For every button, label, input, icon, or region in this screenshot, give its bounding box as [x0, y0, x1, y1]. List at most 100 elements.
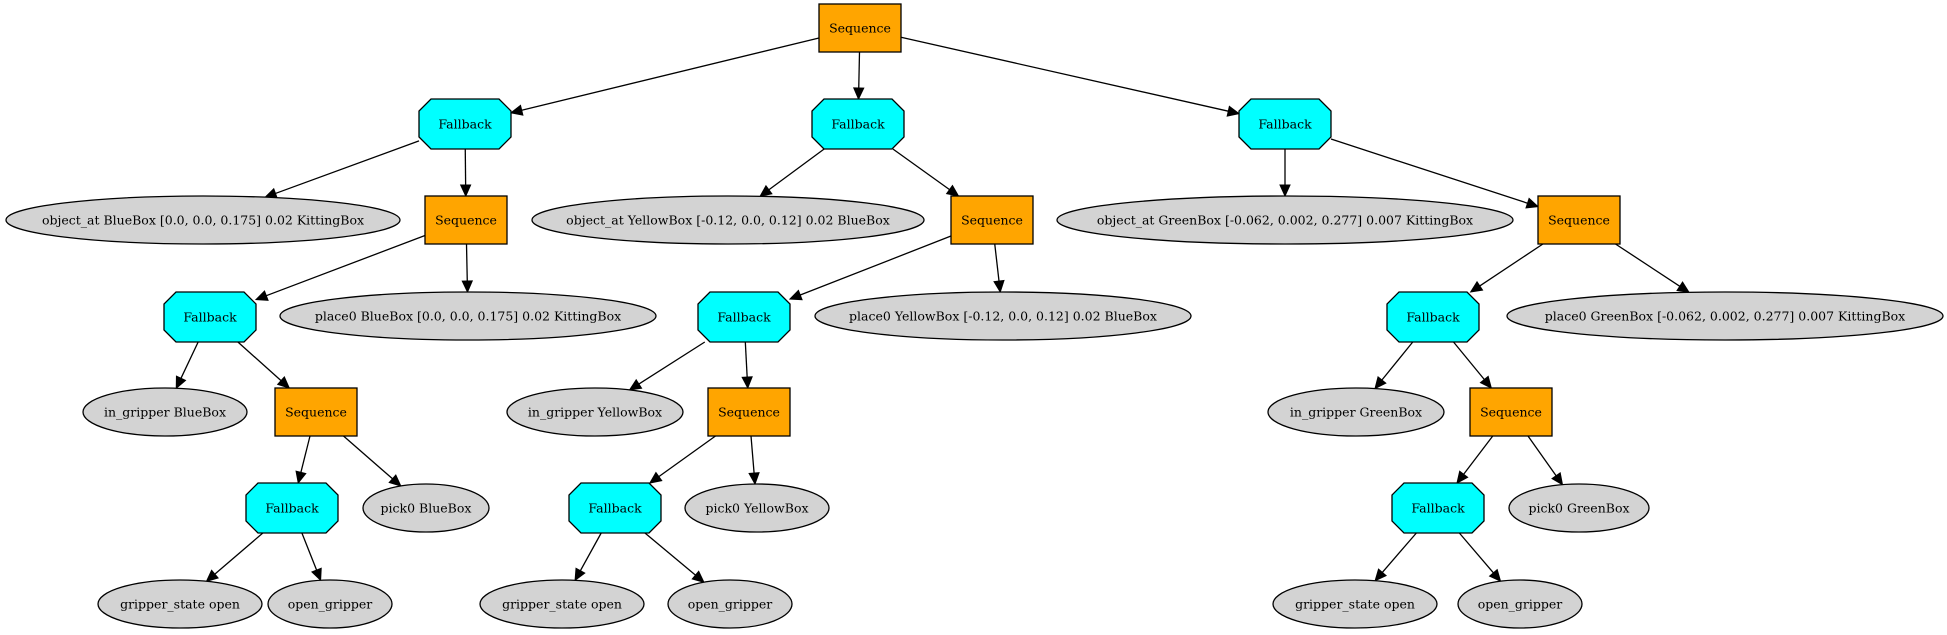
edge-seq_root-to-fb_blue: [509, 37, 820, 116]
sequence-box: [424, 195, 508, 245]
node-label: pick0 GreenBox: [1528, 501, 1629, 516]
node-condition-act_open_blue: open_gripper: [267, 579, 393, 629]
edge-fb_green_3-to-act_open_green: [1458, 532, 1502, 583]
edge-seq_green-to-act_place_green: [1615, 243, 1691, 293]
edge-fb_blue_3-to-cond_state_blue: [205, 532, 264, 583]
edge-seq_root-to-fb_green: [900, 36, 1241, 117]
fallback-octagon: [1238, 98, 1332, 150]
condition-ellipse: [97, 579, 263, 629]
edge-seq_blue_2-to-act_pick_blue: [343, 435, 402, 487]
sequence-box: [707, 387, 791, 437]
node-condition-act_pick_blue: pick0 BlueBox: [362, 483, 490, 533]
node-sequence-seq_yellow_2: Sequence: [707, 387, 791, 437]
node-label: Sequence: [1548, 213, 1610, 228]
sequence-box: [1537, 195, 1621, 245]
edge-seq_yellow_2-to-fb_yellow_3: [648, 435, 716, 484]
node-sequence-seq_root: Sequence: [818, 3, 902, 53]
node-condition-cond_grip_green: in_gripper GreenBox: [1267, 387, 1445, 437]
node-label: object_at YellowBox [-0.12, 0.0, 0.12] 0…: [566, 213, 890, 228]
condition-ellipse: [531, 195, 925, 245]
condition-ellipse: [1272, 579, 1438, 629]
fallback-octagon: [568, 482, 662, 534]
node-label: open_gripper: [688, 597, 773, 612]
edge-fb_blue_3-to-act_open_blue: [301, 532, 322, 582]
node-label: gripper_state open: [120, 597, 240, 612]
node-fallback-fb_green_3: Fallback: [1391, 482, 1485, 534]
node-condition-act_place_green: place0 GreenBox [-0.062, 0.002, 0.277] 0…: [1506, 291, 1944, 341]
node-condition-cond_grip_yellow: in_gripper YellowBox: [506, 387, 684, 437]
node-label: place0 BlueBox [0.0, 0.0, 0.175] 0.02 Ki…: [315, 309, 621, 324]
edges-layer: [175, 36, 1691, 584]
node-fallback-fb_blue_2: Fallback: [163, 291, 257, 343]
node-label: Fallback: [1258, 117, 1312, 132]
condition-ellipse: [1508, 483, 1650, 533]
node-label: Sequence: [829, 21, 891, 36]
node-condition-act_pick_yellow: pick0 YellowBox: [684, 483, 830, 533]
edge-fb_green-to-seq_green: [1330, 138, 1540, 209]
node-condition-cond_obj_blue: object_at BlueBox [0.0, 0.0, 0.175] 0.02…: [5, 195, 401, 245]
edge-fb_blue-to-seq_blue: [459, 148, 472, 198]
node-label: pick0 YellowBox: [705, 501, 808, 516]
condition-ellipse: [82, 387, 248, 437]
node-condition-act_pick_green: pick0 GreenBox: [1508, 483, 1650, 533]
edge-seq_blue-to-act_place_blue: [461, 243, 474, 294]
node-label: Sequence: [285, 405, 347, 420]
edge-seq_green_2-to-fb_green_3: [1456, 435, 1494, 484]
edge-fb_blue-to-cond_obj_blue: [264, 140, 420, 199]
edge-fb_green_3-to-cond_state_green: [1374, 532, 1417, 582]
node-label: open_gripper: [1478, 597, 1563, 612]
node-label: gripper_state open: [502, 597, 622, 612]
edge-fb_blue_2-to-cond_grip_blue: [175, 341, 199, 390]
node-condition-cond_state_blue: gripper_state open: [97, 579, 263, 629]
node-sequence-seq_green: Sequence: [1537, 195, 1621, 245]
node-label: Fallback: [1411, 501, 1465, 516]
node-label: in_gripper BlueBox: [104, 405, 226, 420]
node-label: place0 GreenBox [-0.062, 0.002, 0.277] 0…: [1545, 309, 1905, 324]
condition-ellipse: [814, 291, 1192, 341]
node-sequence-seq_blue: Sequence: [424, 195, 508, 245]
node-condition-act_open_green: open_gripper: [1457, 579, 1583, 629]
node-condition-cond_obj_green: object_at GreenBox [-0.062, 0.002, 0.277…: [1056, 195, 1514, 245]
fallback-octagon: [1391, 482, 1485, 534]
node-condition-cond_grip_blue: in_gripper BlueBox: [82, 387, 248, 437]
fallback-octagon: [697, 291, 791, 343]
edge-fb_green-to-cond_obj_green: [1279, 149, 1291, 198]
condition-ellipse: [279, 291, 657, 341]
fallback-octagon: [245, 482, 339, 534]
node-condition-act_place_blue: place0 BlueBox [0.0, 0.0, 0.175] 0.02 Ki…: [279, 291, 657, 341]
fallback-octagon: [163, 291, 257, 343]
condition-ellipse: [1506, 291, 1944, 341]
edge-seq_root-to-fb_yellow: [852, 51, 865, 101]
node-label: place0 YellowBox [-0.12, 0.0, 0.12] 0.02…: [849, 309, 1157, 324]
edge-seq_yellow_2-to-act_pick_yellow: [748, 435, 760, 486]
fallback-octagon: [1386, 291, 1480, 343]
node-sequence-seq_yellow: Sequence: [950, 195, 1034, 245]
node-fallback-fb_green: Fallback: [1238, 98, 1332, 150]
edge-seq_blue_2-to-fb_blue_3: [295, 435, 311, 485]
edge-seq_blue-to-fb_blue_2: [254, 234, 426, 301]
condition-ellipse: [267, 579, 393, 629]
edge-fb_blue_2-to-seq_blue_2: [237, 341, 291, 389]
node-fallback-fb_green_2: Fallback: [1386, 291, 1480, 343]
node-label: Fallback: [265, 501, 319, 516]
edge-seq_green_2-to-act_pick_green: [1527, 435, 1564, 486]
node-label: in_gripper YellowBox: [528, 405, 662, 420]
node-condition-cond_obj_yellow: object_at YellowBox [-0.12, 0.0, 0.12] 0…: [531, 195, 925, 245]
condition-ellipse: [5, 195, 401, 245]
node-condition-cond_state_green: gripper_state open: [1272, 579, 1438, 629]
edge-fb_yellow-to-cond_obj_yellow: [759, 148, 825, 198]
edge-fb_yellow-to-seq_yellow: [892, 148, 960, 197]
edge-fb_green_2-to-seq_green_2: [1453, 341, 1493, 389]
condition-ellipse: [1056, 195, 1514, 245]
condition-ellipse: [667, 579, 793, 629]
node-condition-cond_state_yellow: gripper_state open: [479, 579, 645, 629]
edge-fb_yellow_3-to-cond_state_yellow: [574, 532, 602, 582]
node-label: open_gripper: [288, 597, 373, 612]
condition-ellipse: [479, 579, 645, 629]
node-label: gripper_state open: [1295, 597, 1415, 612]
node-condition-act_place_yellow: place0 YellowBox [-0.12, 0.0, 0.12] 0.02…: [814, 291, 1192, 341]
sequence-box: [274, 387, 358, 437]
node-label: Fallback: [438, 117, 492, 132]
